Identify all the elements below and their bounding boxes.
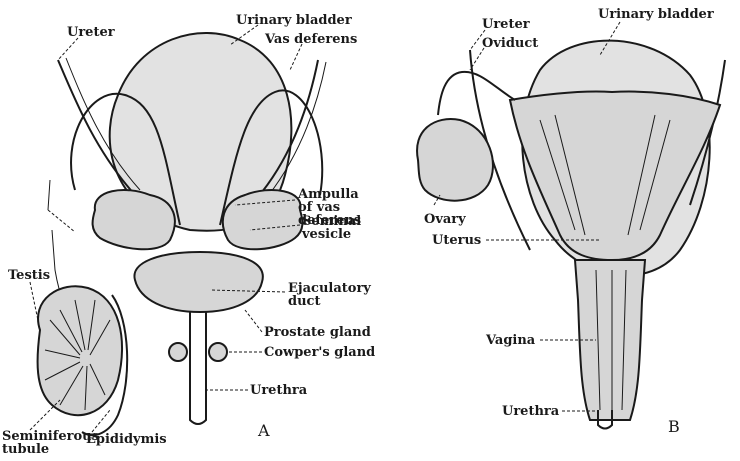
label-female-ureter: Ureter: [482, 18, 530, 31]
panel-label-b: B: [668, 420, 680, 433]
label-female-urethra: Urethra: [502, 405, 559, 418]
male-prostate-gland: [134, 252, 262, 312]
label-male-urinary-bladder: Urinary bladder: [236, 14, 352, 27]
label-oviduct: Oviduct: [482, 37, 538, 50]
label-vas-deferens: Vas deferens: [265, 33, 357, 46]
label-female-urinary-bladder: Urinary bladder: [598, 8, 714, 21]
label-male-urethra: Urethra: [250, 384, 307, 397]
male-urethra: [190, 312, 206, 424]
label-male-ureter: Ureter: [67, 26, 115, 39]
male-left-cowpers-gland: [169, 343, 187, 361]
label-vagina: Vagina: [486, 334, 535, 347]
male-vas-dashed: [48, 210, 75, 232]
male-right-seminal-vesicle: [223, 190, 303, 249]
label-uterus: Uterus: [432, 234, 481, 247]
male-left-seminal-vesicle: [93, 190, 175, 249]
label-testis: Testis: [8, 269, 50, 282]
label-prostate-gland: Prostate gland: [264, 326, 371, 339]
label-cowpers-gland: Cowper's gland: [264, 346, 375, 359]
label-seminiferous-tubule: Seminiferous tubule: [2, 430, 86, 456]
label-epididymis: Epididymis: [86, 433, 167, 446]
panel-label-a: A: [258, 424, 270, 437]
label-ejaculatory-duct: Ejaculatory duct: [288, 282, 368, 308]
label-ovary: Ovary: [424, 213, 466, 226]
female-ovary: [417, 119, 493, 201]
male-system-drawing: [38, 33, 326, 435]
male-right-cowpers-gland: [209, 343, 227, 361]
label-seminal-vesicle: Seminal vesicle: [302, 215, 360, 241]
